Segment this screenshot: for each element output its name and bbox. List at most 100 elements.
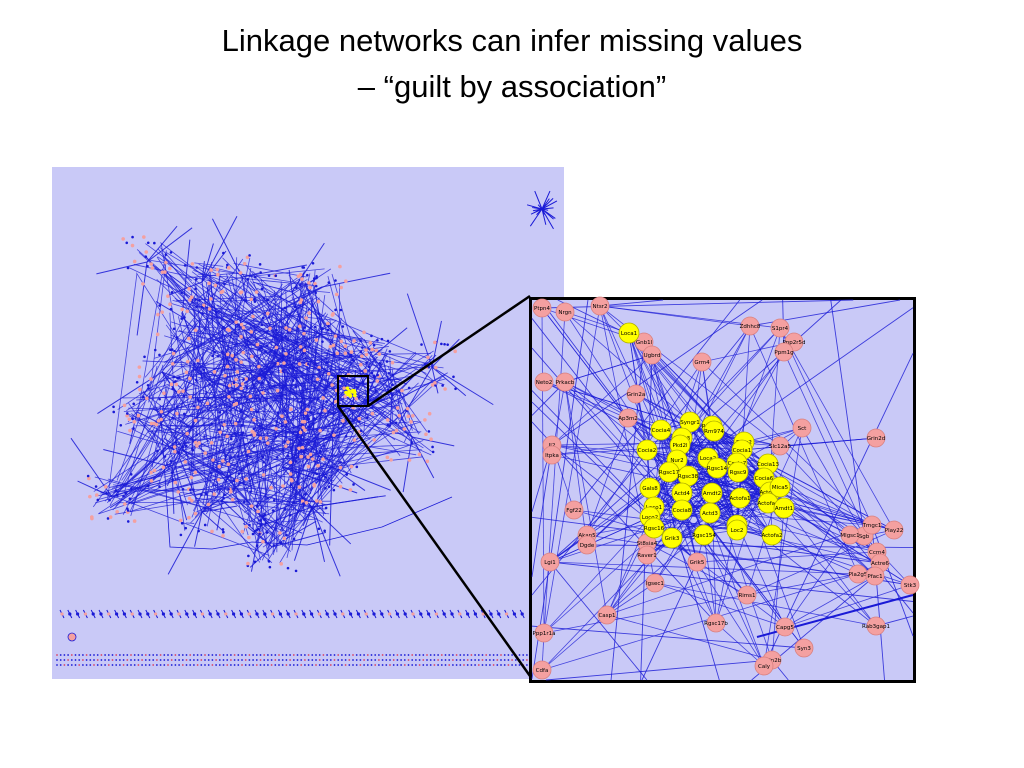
overview-node [338, 484, 343, 489]
overview-node [67, 664, 69, 666]
overview-node [159, 409, 164, 414]
overview-node [237, 659, 240, 661]
highlighted-node-circle [769, 476, 791, 498]
overview-node [321, 327, 324, 330]
network-node-circle [597, 605, 617, 625]
overview-node [310, 457, 315, 461]
overview-node [190, 447, 194, 451]
overview-node [386, 339, 390, 343]
overview-node [255, 664, 258, 666]
overview-node [180, 307, 184, 312]
overview-node [251, 532, 255, 536]
overview-node [396, 664, 399, 666]
overview-node [114, 489, 118, 492]
overview-node [431, 450, 435, 454]
overview-node [327, 281, 331, 284]
overview-node [262, 461, 266, 464]
overview-node [318, 654, 321, 656]
overview-edge [159, 404, 308, 550]
network-node-label: Prkacb [556, 380, 575, 386]
overview-node [189, 659, 192, 661]
overview-node [289, 477, 294, 482]
highlighted-node-label: Rm974 [704, 429, 724, 435]
overview-node [146, 484, 150, 488]
overview-node [302, 348, 307, 353]
overview-node [345, 473, 349, 476]
network-node-circle [555, 302, 575, 322]
overview-node [511, 659, 513, 661]
overview-node [321, 340, 324, 343]
overview-node [241, 654, 243, 656]
highlighted-node-label: Nur2 [670, 458, 683, 464]
network-node-circle [540, 552, 560, 572]
overview-edge [109, 466, 173, 509]
overview-node [173, 480, 178, 485]
overview-node [427, 411, 432, 416]
highlighted-node: Cocia8 [671, 499, 693, 521]
overview-node [391, 373, 394, 377]
network-node-circle [794, 638, 814, 658]
overview-node [338, 264, 342, 269]
overview-node [169, 460, 173, 463]
overview-node [295, 286, 298, 290]
overview-node [203, 523, 207, 527]
overview-node [294, 460, 298, 463]
overview-edge [201, 216, 238, 283]
overview-node [274, 664, 277, 666]
overview-node [169, 382, 174, 387]
overview-node [169, 348, 172, 352]
overview-node [155, 332, 160, 337]
overview-node [288, 460, 293, 465]
overview-node [363, 664, 365, 666]
network-node-circle [737, 585, 757, 605]
overview-node [274, 362, 277, 365]
overview-node [370, 659, 373, 661]
overview-node [308, 285, 312, 290]
network-node: Fgf22 [564, 500, 584, 520]
overview-node [170, 654, 173, 656]
overview-node [144, 664, 147, 666]
zoom-edge [599, 299, 663, 307]
overview-node [311, 654, 314, 656]
overview-node [255, 654, 258, 656]
network-node: Sct [792, 418, 812, 438]
overview-node [63, 664, 66, 666]
overview-node [507, 659, 510, 661]
overview-node [348, 488, 353, 492]
overview-edge [96, 261, 148, 275]
overview-node [337, 664, 340, 666]
overview-node [70, 654, 73, 656]
overview-node [317, 368, 321, 372]
overview-edge [131, 413, 291, 552]
overview-node [407, 664, 410, 666]
overview-node [323, 529, 326, 533]
overview-node [333, 612, 337, 616]
overview-node [169, 307, 173, 311]
overview-edge [179, 363, 300, 379]
overview-node [473, 612, 477, 616]
highlighted-node-label: Loc2 [731, 528, 744, 534]
overview-node [181, 659, 184, 661]
overview-edge [117, 430, 240, 468]
overview-node [518, 654, 521, 656]
zoom-edge [653, 524, 738, 529]
overview-node [361, 380, 365, 384]
overview-node [433, 380, 437, 385]
overview-node [322, 444, 326, 447]
overview-node [256, 509, 260, 514]
zoom-edge [763, 427, 803, 667]
overview-node [311, 659, 314, 661]
network-node-label: Ap3m2 [618, 416, 638, 422]
highlighted-node-label: Mica5 [772, 485, 789, 491]
network-node-circle [645, 573, 665, 593]
overview-node [185, 664, 188, 666]
overview-node [226, 664, 229, 666]
overview-node [407, 458, 412, 462]
overview-node [278, 531, 282, 535]
network-node: Ppm1g [774, 342, 794, 362]
overview-node [182, 394, 186, 398]
overview-edge [166, 463, 327, 506]
overview-node [187, 496, 192, 501]
overview-node [158, 304, 161, 307]
